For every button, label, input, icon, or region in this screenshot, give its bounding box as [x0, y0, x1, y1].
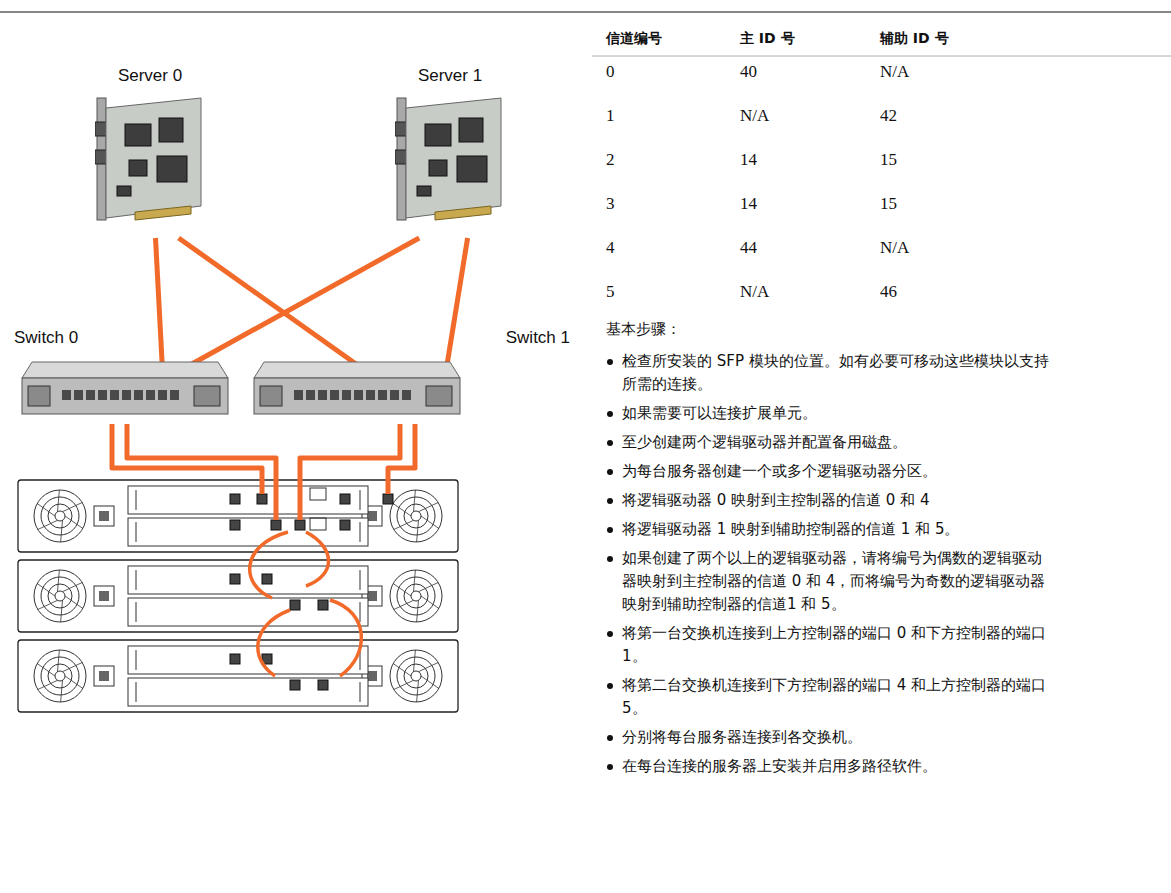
step-text: 如果需要可以连接扩展单元。 — [622, 404, 817, 422]
table-cell: 2 — [606, 150, 615, 170]
table-cell: 5 — [606, 282, 615, 302]
table-cell: N/A — [740, 282, 769, 302]
switch-node: Switch 0 — [14, 328, 234, 424]
switch-node: Switch 1 — [245, 328, 570, 424]
table-cell: N/A — [880, 62, 909, 82]
step-text: 如果创建了两个以上的逻辑驱动器，请将编号为偶数的逻辑驱动器映射到主控制器的信道 … — [622, 549, 1045, 613]
table-cell: 42 — [880, 106, 897, 126]
server-node: Server 0 — [85, 66, 215, 232]
step-text: 为每台服务器创建一个或多个逻辑驱动器分区。 — [622, 462, 937, 480]
node-label: Switch 1 — [245, 328, 570, 348]
step-item: 分别将每台服务器连接到各交换机。 — [606, 726, 1054, 749]
expansion-cable — [250, 532, 362, 676]
bullet — [607, 764, 613, 770]
switch-unit — [250, 356, 462, 424]
hba-card — [395, 94, 505, 232]
step-item: 为每台服务器创建一个或多个逻辑驱动器分区。 — [606, 460, 1054, 483]
table-cell: 46 — [880, 282, 897, 302]
enclosure — [18, 480, 458, 552]
step-text: 检查所安装的 SFP 模块的位置。如有必要可移动这些模块以支持所需的连接。 — [622, 352, 1049, 393]
step-item: 如果创建了两个以上的逻辑驱动器，请将编号为偶数的逻辑驱动器映射到主控制器的信道 … — [606, 547, 1054, 616]
step-text: 将逻辑驱动器 0 映射到主控制器的信道 0 和 4 — [622, 491, 929, 509]
table-cell: 14 — [740, 194, 757, 214]
step-item: 检查所安装的 SFP 模块的位置。如有必要可移动这些模块以支持所需的连接。 — [606, 350, 1054, 396]
fibre-cable — [112, 424, 415, 520]
fibre-cable — [447, 238, 467, 364]
bullet — [607, 556, 613, 562]
bullet — [607, 440, 613, 446]
server-node: Server 1 — [385, 66, 515, 232]
bullet — [607, 735, 613, 741]
table-cell: 40 — [740, 62, 757, 82]
fibre-cable — [179, 238, 356, 364]
step-item: 将第二台交换机连接到下方控制器的端口 4 和上方控制器的端口 5。 — [606, 674, 1054, 720]
table-cell: 15 — [880, 194, 897, 214]
enclosure — [18, 640, 458, 712]
table-cell: 4 — [606, 238, 615, 258]
section-title: 基本步骤： — [606, 320, 681, 339]
storage-array — [18, 480, 458, 712]
bullet — [607, 498, 613, 504]
step-item: 至少创建两个逻辑驱动器并配置备用磁盘。 — [606, 431, 1054, 454]
switch-unit — [18, 356, 230, 424]
step-text: 将第一台交换机连接到上方控制器的端口 0 和下方控制器的端口 1。 — [622, 624, 1046, 665]
bullet — [607, 683, 613, 689]
step-item: 将逻辑驱动器 1 映射到辅助控制器的信道 1 和 5。 — [606, 518, 1054, 541]
step-item: 将逻辑驱动器 0 映射到主控制器的信道 0 和 4 — [606, 489, 1054, 512]
enclosure — [18, 560, 458, 632]
node-label: Server 0 — [85, 66, 215, 86]
bullet — [607, 469, 613, 475]
table-header: 辅助 ID 号 — [880, 30, 949, 48]
top-rule — [0, 11, 1171, 12]
table-header: 主 ID 号 — [740, 30, 795, 48]
fibre-cable — [156, 238, 163, 364]
table-header: 信道编号 — [606, 30, 662, 48]
node-label: Switch 0 — [14, 328, 234, 348]
hba-card — [95, 94, 205, 232]
step-text: 至少创建两个逻辑驱动器并配置备用磁盘。 — [622, 433, 907, 451]
table-cell: 14 — [740, 150, 757, 170]
table-cell: N/A — [880, 238, 909, 258]
step-text: 将逻辑驱动器 1 映射到辅助控制器的信道 1 和 5。 — [622, 520, 959, 538]
step-item: 如果需要可以连接扩展单元。 — [606, 402, 1054, 425]
step-text: 将第二台交换机连接到下方控制器的端口 4 和上方控制器的端口 5。 — [622, 676, 1046, 717]
table-cell: 3 — [606, 194, 615, 214]
bullet — [607, 411, 613, 417]
step-item: 将第一台交换机连接到上方控制器的端口 0 和下方控制器的端口 1。 — [606, 622, 1054, 668]
table-cell: 15 — [880, 150, 897, 170]
table-cell: 0 — [606, 62, 615, 82]
fibre-cable — [192, 238, 419, 364]
bullet — [607, 359, 613, 365]
table-cell: 1 — [606, 106, 615, 126]
step-item: 在每台连接的服务器上安装并启用多路径软件。 — [606, 755, 1054, 778]
step-text: 分别将每台服务器连接到各交换机。 — [622, 728, 862, 746]
step-text: 在每台连接的服务器上安装并启用多路径软件。 — [622, 757, 937, 775]
step-list: 检查所安装的 SFP 模块的位置。如有必要可移动这些模块以支持所需的连接。如果需… — [606, 350, 1054, 784]
table-cell: 44 — [740, 238, 757, 258]
table-rule — [592, 56, 1171, 57]
node-label: Server 1 — [385, 66, 515, 86]
table-cell: N/A — [740, 106, 769, 126]
bullet — [607, 527, 613, 533]
bullet — [607, 631, 613, 637]
